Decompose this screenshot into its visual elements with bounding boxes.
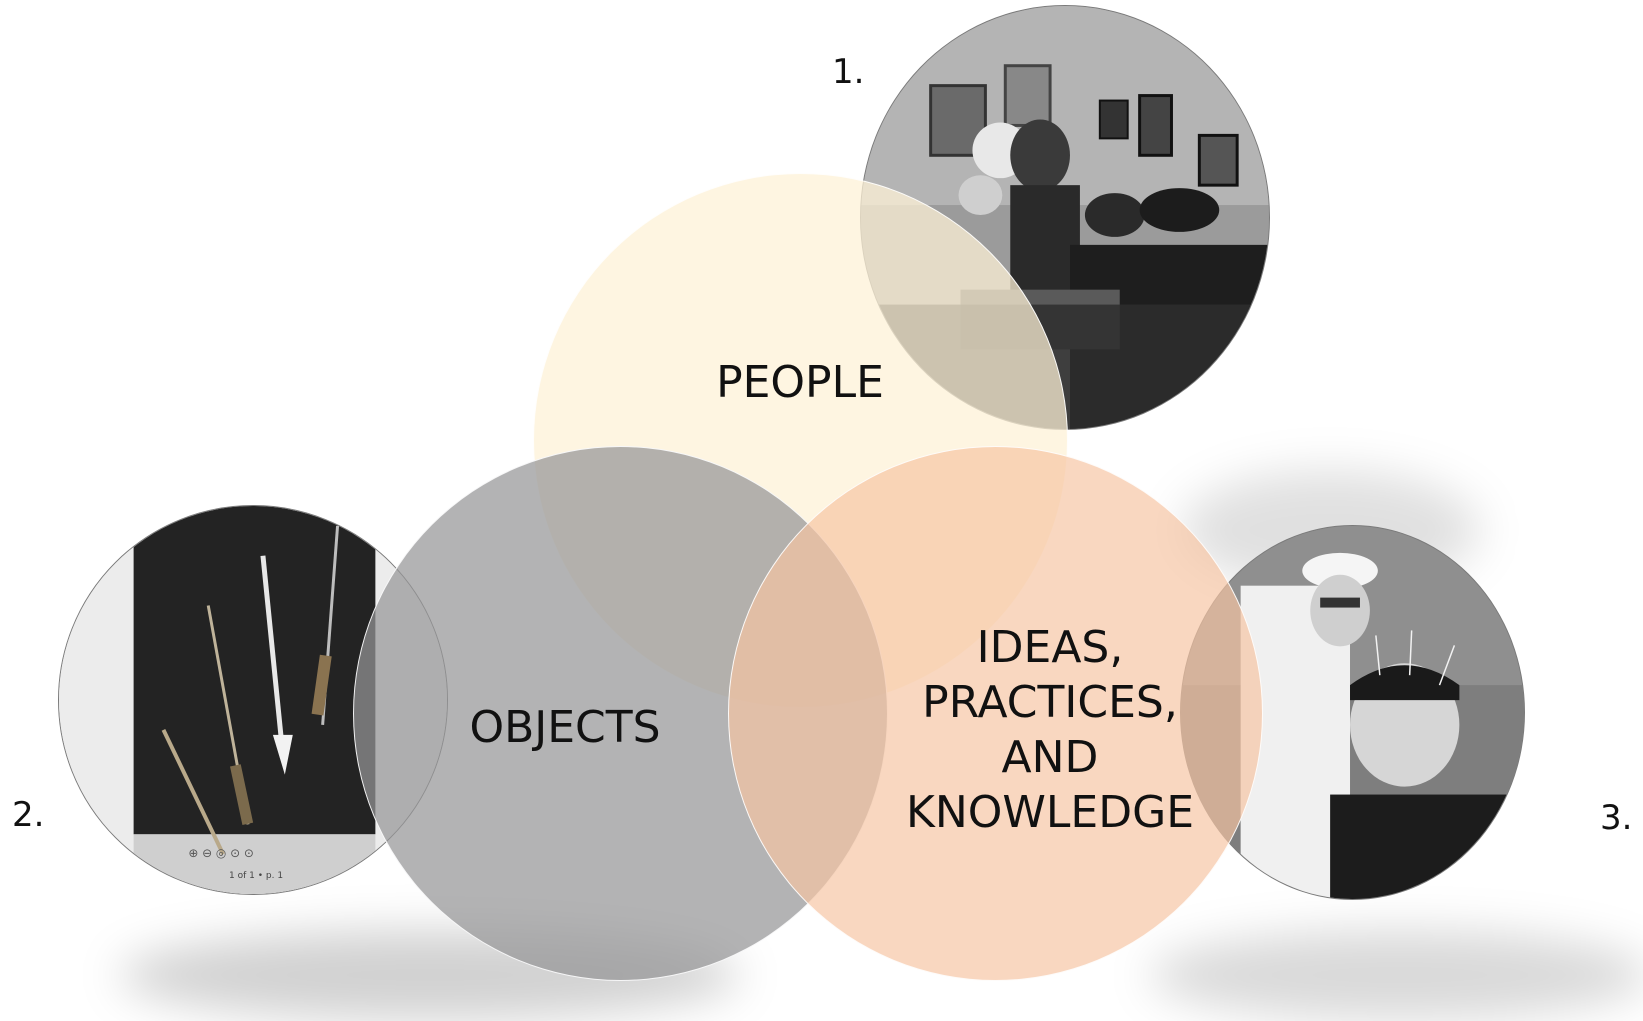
label-objects: OBJECTS — [469, 702, 661, 753]
label-ideas-practices-knowledge: IDEAS, PRACTICES, AND KNOWLEDGE — [906, 622, 1194, 838]
label-people: PEOPLE — [716, 357, 884, 408]
venn-circle-ideas — [728, 446, 1263, 981]
svg-text:⊕ ⊖ ◎ ⊙ ⊙: ⊕ ⊖ ◎ ⊙ ⊙ — [188, 846, 254, 860]
photo2-caption: 1 of 1 • p. 1 — [229, 871, 284, 881]
photo-number-1: 1. — [832, 52, 865, 92]
shadow-ideas — [1150, 930, 1643, 1020]
photo-number-2: 2. — [12, 795, 45, 835]
photo-number-3: 3. — [1600, 798, 1633, 838]
